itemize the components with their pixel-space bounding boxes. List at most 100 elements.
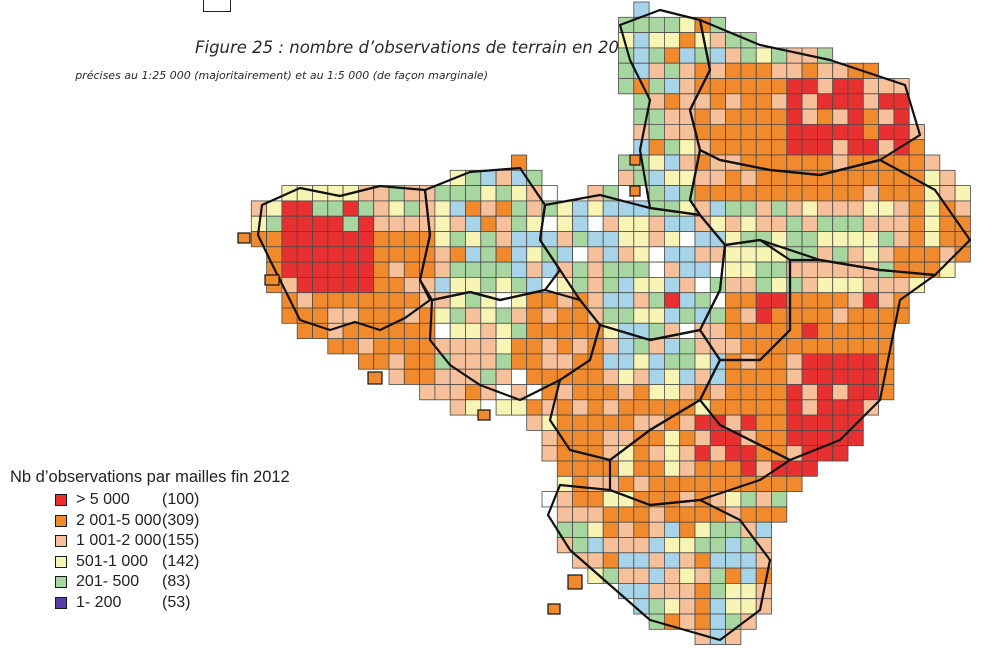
grid-cell [327,261,344,278]
grid-cell [618,78,635,95]
grid-cell [740,200,757,217]
grid-cell [296,322,313,339]
grid-cell [342,231,359,248]
grid-cell [862,276,879,294]
grid-cell [587,185,604,202]
grid-cell [618,399,635,416]
grid-cell [449,215,466,232]
grid-cell [740,322,757,339]
grid-cell [510,399,528,416]
grid-cell [664,276,681,294]
grid-cell [633,552,650,569]
grid-cell [878,231,895,248]
grid-cell [832,108,849,125]
grid-cell [296,231,313,248]
grid-cell [679,613,696,630]
grid-cell [572,322,589,339]
grid-cell [817,276,834,294]
grid-cell [465,322,482,339]
grid-cell [449,322,466,339]
grid-cell [740,185,757,202]
grid-cell [801,460,818,477]
grid-cell [541,322,558,339]
grid-cell [771,261,788,278]
grid-cell [771,429,788,447]
grid-cell [648,16,665,33]
grid-cell [709,93,726,110]
grid-cell [709,537,726,554]
department-borders [256,8,972,642]
grid-cell [648,399,665,416]
grid-cell [373,261,390,278]
grid-cell [709,108,726,125]
grid-cell [357,292,375,309]
grid-cell [357,215,375,232]
grid-cell [801,231,818,248]
grid-cell [908,261,925,278]
grid-cell [679,506,696,523]
grid-cell [434,384,451,401]
grid-cell [801,276,818,294]
grid-cell [342,307,359,324]
grid-cell [541,307,558,324]
grid-cell [587,414,604,431]
grid-cell [862,139,879,156]
grid-cell [648,384,665,401]
grid-cell [556,414,573,431]
grid-cell [725,460,742,477]
grid-cell [755,185,772,202]
grid-cell [893,276,910,294]
grid-cell [510,307,528,324]
legend-swatch [55,555,67,568]
grid-cell [893,200,910,217]
grid-cell [465,231,482,248]
grid-cell [587,399,604,416]
grid-cell [847,307,864,324]
grid-cell [296,276,313,294]
grid-cell [296,215,313,232]
grid-cell [648,598,665,615]
grid-cell [679,62,696,79]
grid-cell [862,307,879,324]
grid-cell [449,231,466,248]
grid-cell [893,215,910,232]
grid-cell [664,521,681,538]
grid-cell [357,200,375,217]
grid-cell [709,460,726,477]
grid-cell [954,200,971,217]
grid-cell [312,246,329,263]
grid-cell [664,32,681,49]
grid-cell [526,368,543,385]
grid-cell [862,200,879,217]
grid-cell [587,491,604,508]
grid-cell [847,215,864,232]
grid-cell [817,154,834,171]
grid-cell [725,353,742,370]
grid-cell [786,338,803,355]
grid-cell [755,47,772,64]
grid-cell [602,552,619,569]
grid-cell [648,368,665,385]
grid-cell [602,231,619,248]
grid-cell [924,200,941,217]
grid-cell [908,185,925,202]
grid-cell [771,307,788,324]
grid-cell [847,384,864,401]
grid-cell [786,399,803,416]
grid-cell [755,246,772,263]
grid-cell [449,384,466,401]
grid-cell [832,445,849,462]
grid-cell [373,215,390,232]
grid-cell [755,169,772,187]
grid-cell [587,261,604,278]
grid-cell [786,108,803,125]
grid-cell [664,16,681,33]
grid-cell [725,246,742,263]
grid-cell [694,613,711,630]
grid-cell [893,246,910,263]
grid-cell [602,338,619,355]
grid-cell [832,93,849,110]
grid-cell [832,215,849,232]
grid-cell [357,307,375,324]
grid-cell [755,399,772,416]
